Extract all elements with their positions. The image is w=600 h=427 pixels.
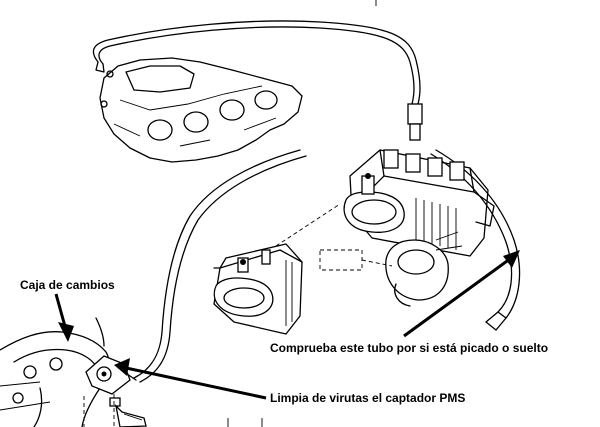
bottom-ticks [227,418,263,427]
ignition-coil-pack [343,149,495,307]
tube-arrow [403,250,520,338]
dashed-references [275,203,393,271]
sensor-label: Limpia de virutas el captador PMS [270,391,466,405]
ignition-coil [213,243,303,335]
gearbox-arrow [54,293,74,342]
exhaust-manifold [99,57,303,163]
sensor-wire [133,149,307,383]
tube-label: Comprueba este tubo por si está picado o… [270,341,549,355]
gearbox-label: Caja de cambios [20,278,115,292]
sensor-arrow [114,358,267,400]
pms-sensor [83,355,147,427]
gearbox-housing [0,317,110,427]
